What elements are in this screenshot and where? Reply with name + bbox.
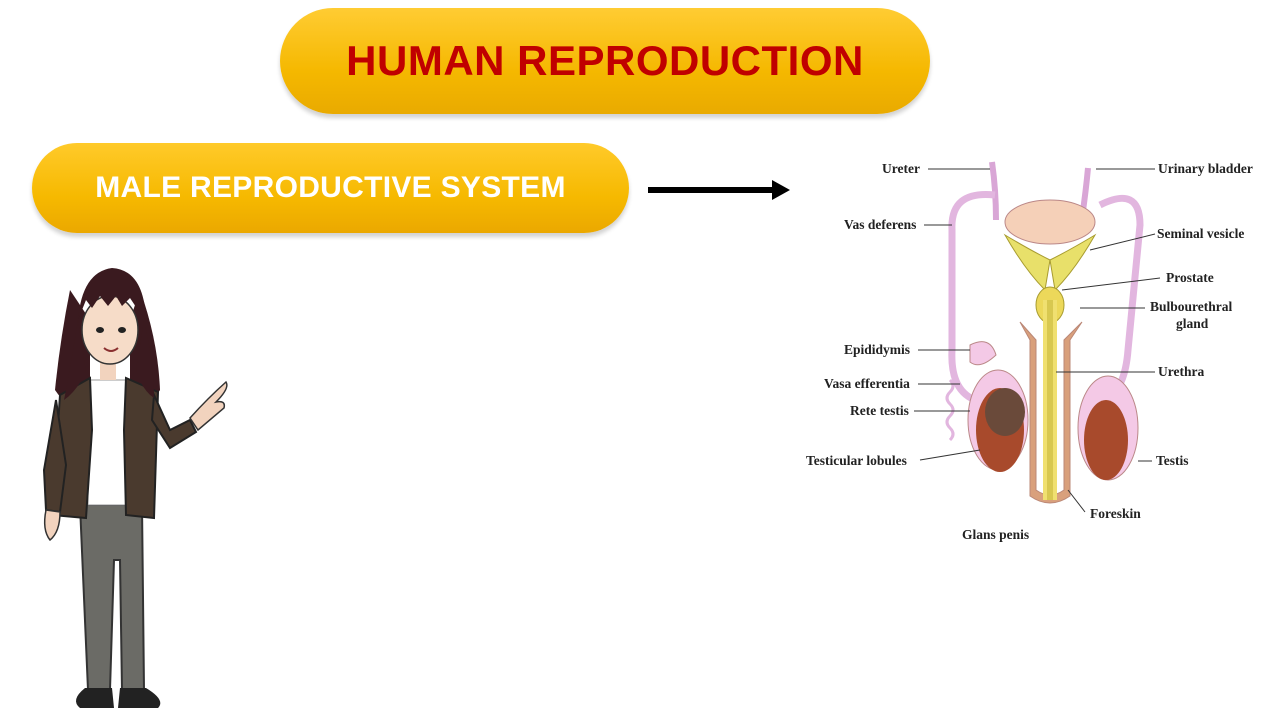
label-testicular-lobules: Testicular lobules (806, 453, 907, 468)
title-banner: HUMAN REPRODUCTION (280, 8, 930, 114)
label-seminal-vesicle: Seminal vesicle (1157, 226, 1244, 241)
male-reproductive-diagram: Ureter Urinary bladder Vas deferens Semi… (806, 161, 1253, 542)
teacher-illustration (42, 268, 228, 708)
label-urinary-bladder: Urinary bladder (1158, 161, 1253, 176)
label-foreskin: Foreskin (1090, 506, 1141, 521)
label-rete-testis: Rete testis (850, 403, 909, 418)
right-arrow-icon (648, 180, 790, 200)
page-title: HUMAN REPRODUCTION (346, 37, 864, 84)
label-testis: Testis (1156, 453, 1189, 468)
label-ureter: Ureter (882, 161, 920, 176)
label-epididymis: Epididymis (844, 342, 910, 357)
label-bulbourethral: Bulbourethral (1150, 299, 1233, 314)
section-banner: MALE REPRODUCTIVE SYSTEM (32, 143, 629, 233)
label-vasa-efferentia: Vasa efferentia (824, 376, 910, 391)
label-prostate: Prostate (1166, 270, 1214, 285)
section-subtitle: MALE REPRODUCTIVE SYSTEM (95, 171, 566, 204)
label-vas-deferens: Vas deferens (844, 217, 916, 232)
label-glans-penis: Glans penis (962, 527, 1029, 542)
label-urethra: Urethra (1158, 364, 1204, 379)
label-bulbourethral-gland: gland (1176, 316, 1209, 331)
